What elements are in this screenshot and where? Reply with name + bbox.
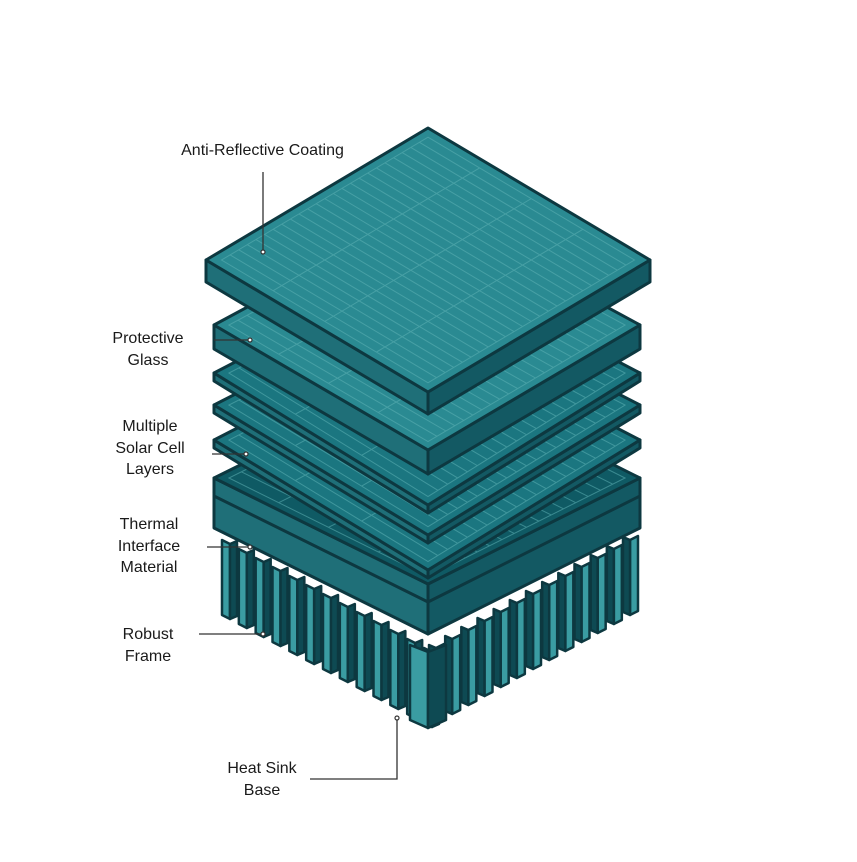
- heat-sink-fin-side: [492, 607, 502, 689]
- leader-solar-cells-dot: [243, 451, 249, 457]
- heat-sink-fin-side: [262, 557, 272, 639]
- leader-heat-sink-dot: [394, 715, 400, 721]
- label-anti-reflective-coating: Anti-Reflective Coating: [181, 142, 344, 159]
- heat-sink-fin-side: [589, 553, 599, 635]
- label-multiple-solar-cell-layers: Multiple Solar Cell Layers: [115, 418, 185, 478]
- heat-sink-fin-side: [540, 580, 551, 662]
- solar-cell-layer-1-cell-line: [238, 367, 439, 491]
- heat-sink-corner-post-side: [426, 643, 448, 730]
- heat-sink-fin-side: [296, 575, 306, 657]
- leader-heat-sink: [310, 718, 398, 780]
- label-robust-frame: Robust Frame: [122, 626, 174, 665]
- label-thermal-interface-material: Thermal Interface Material: [117, 516, 181, 576]
- heat-sink-fin-side: [329, 593, 340, 675]
- heat-sink-fin-side: [476, 616, 486, 698]
- heat-sink-fin-side: [245, 548, 256, 630]
- heat-sink-fin-side: [228, 539, 239, 621]
- anti-reflective-coating-layer: [204, 126, 652, 416]
- heat-sink-fin-side: [508, 598, 519, 680]
- anti-reflective-coating-layer-cell-line: [324, 198, 532, 322]
- leader-robust-frame-dot: [260, 631, 266, 637]
- anti-reflective-coating-layer-cell-line: [272, 167, 480, 292]
- leader-lines: [199, 172, 400, 780]
- leader-anti-reflective-dot: [260, 249, 266, 255]
- heat-sink-corner-post: [408, 643, 430, 730]
- heat-sink-fin-side: [380, 620, 390, 702]
- solar-cell-layer-3-cell-line: [238, 434, 439, 556]
- heat-sink-fin-side: [573, 562, 583, 644]
- heat-sink-base: [220, 534, 640, 730]
- heat-sink-fin-side: [312, 584, 323, 666]
- anti-reflective-coating-layer-cell-line: [376, 228, 584, 353]
- leader-protective-glass-dot: [247, 337, 253, 343]
- anti-reflective-coating-layer-cell-grid: [220, 136, 636, 384]
- heat-sink-fin-side: [605, 544, 616, 626]
- heat-sink-fin-side: [346, 602, 357, 684]
- heat-sink-fin-side: [397, 629, 407, 711]
- leader-thermal-interface-dot: [247, 544, 253, 550]
- heat-sink-fin-side: [279, 566, 289, 648]
- label-protective-glass: Protective Glass: [112, 330, 184, 369]
- heat-sink-fin-side: [363, 611, 373, 693]
- heat-sink-fin-side: [621, 535, 632, 617]
- heat-sink-fin-side: [524, 589, 535, 671]
- heat-sink-fin-side: [557, 571, 567, 653]
- label-heat-sink-base: Heat Sink Base: [227, 760, 297, 799]
- solar-cell-layer-2-cell-line: [238, 399, 439, 521]
- heat-sink-fin-side: [460, 625, 470, 707]
